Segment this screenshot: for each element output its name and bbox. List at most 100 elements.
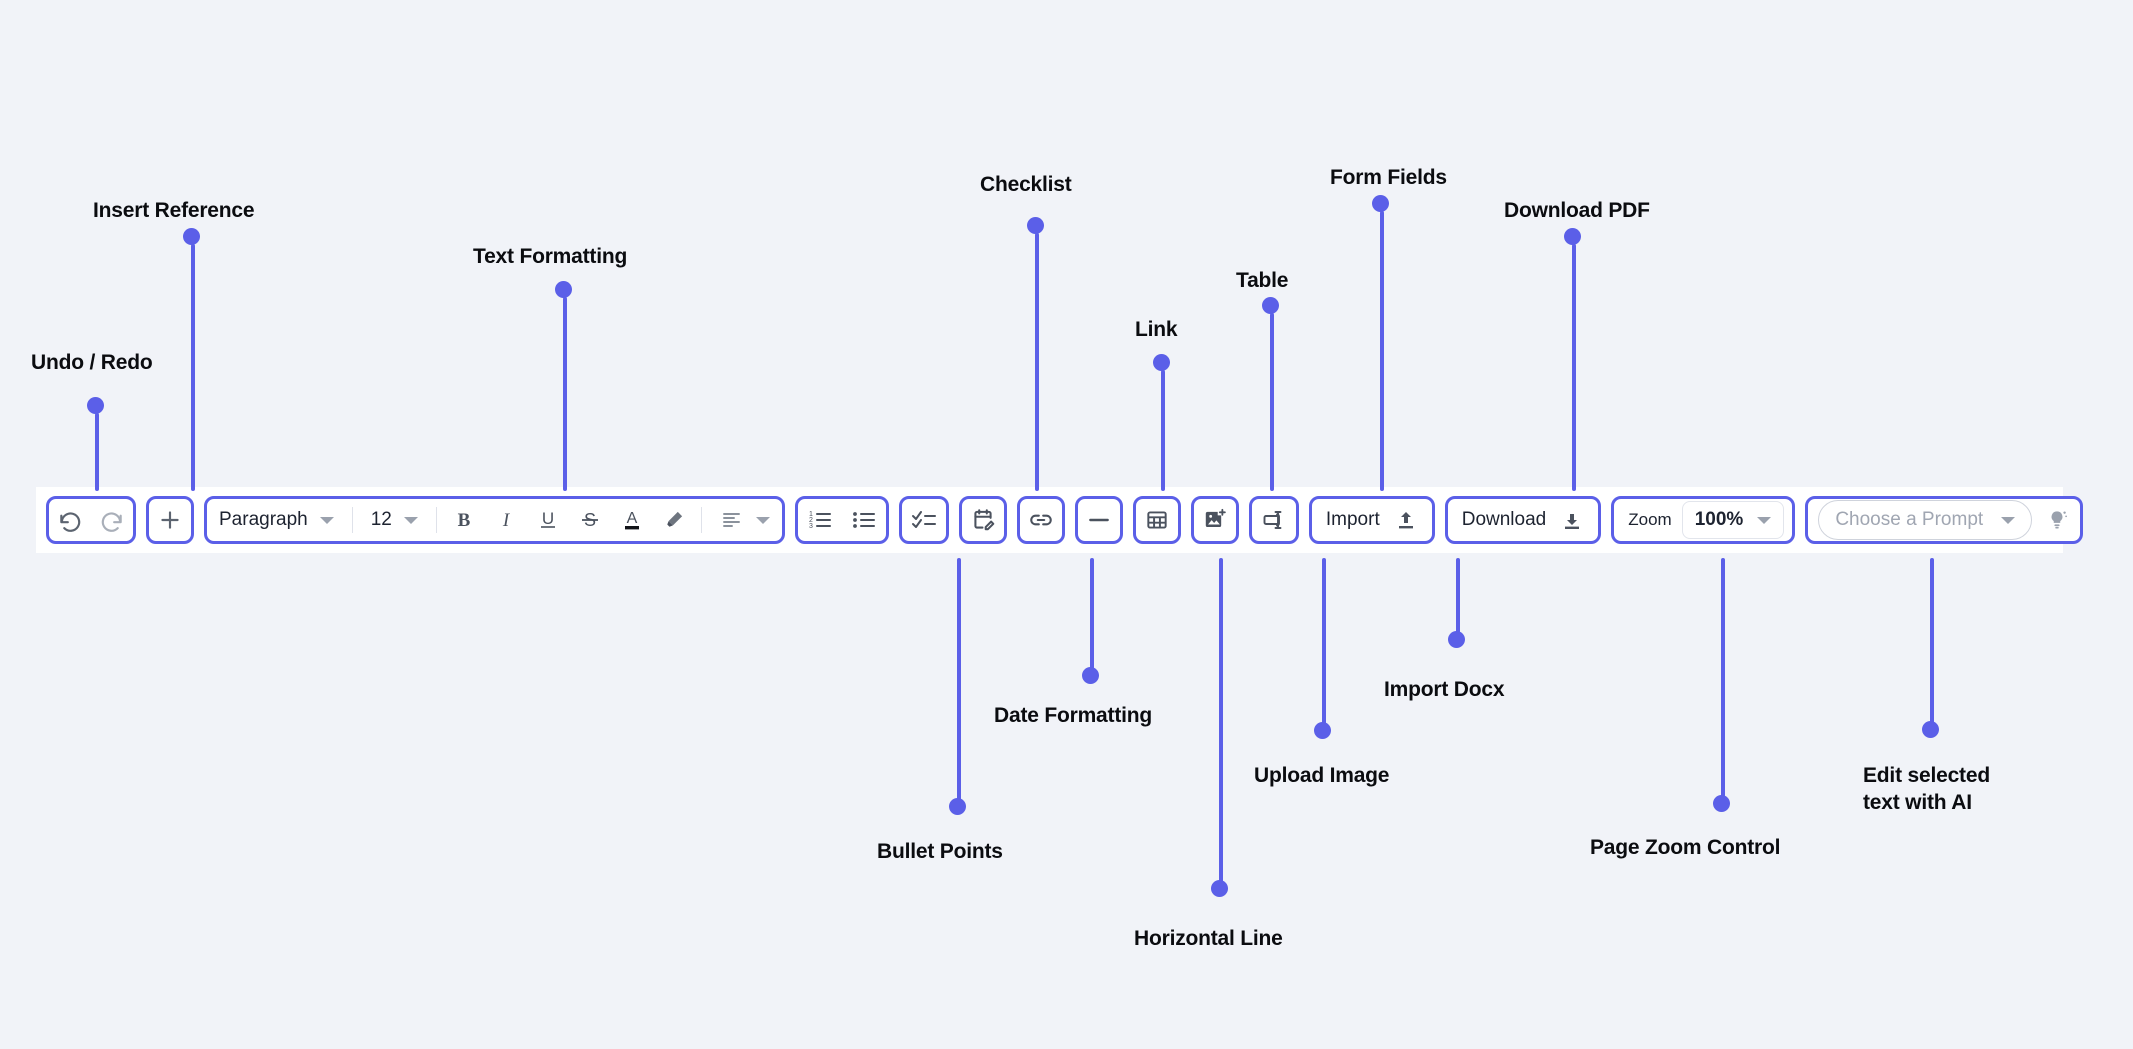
- annotation-line-table: [1270, 313, 1274, 491]
- image-add-icon: [1205, 508, 1226, 528]
- bullet-list-icon: [852, 512, 875, 528]
- annotation-label-link: Link: [1135, 318, 1178, 341]
- annotation-label-insert-reference: Insert Reference: [93, 199, 255, 222]
- annotation-line-edit-with-ai: [1930, 558, 1934, 729]
- text-align-select[interactable]: [708, 499, 782, 541]
- toolbar-group-horizontal-line: [1074, 496, 1123, 544]
- checklist-icon: [911, 511, 936, 528]
- font-size-value: 12: [370, 509, 392, 530]
- calendar-edit-icon: [974, 509, 995, 531]
- toolbar-group-history: [46, 496, 136, 544]
- prompt-select[interactable]: Choose a Prompt: [1818, 500, 2033, 540]
- annotation-label-undo-redo: Undo / Redo: [31, 351, 153, 374]
- annotation-label-horizontal-line: Horizontal Line: [1134, 927, 1283, 950]
- download-icon: [1565, 514, 1580, 529]
- zoom-value: 100%: [1694, 509, 1744, 530]
- chevron-down-icon: [319, 516, 334, 524]
- italic-button[interactable]: I: [485, 499, 527, 541]
- undo-icon: [60, 512, 81, 532]
- download-button[interactable]: Download: [1448, 499, 1599, 541]
- date-formatting-button[interactable]: [962, 499, 1004, 541]
- undo-button[interactable]: [49, 499, 91, 541]
- toolbar-group-download: Download: [1444, 496, 1602, 544]
- highlighter-icon: [667, 511, 682, 527]
- redo-button[interactable]: [91, 499, 133, 541]
- redo-icon: [101, 512, 122, 532]
- annotation-dot-checklist: [1027, 217, 1044, 234]
- paragraph-style-select[interactable]: Paragraph: [207, 499, 346, 541]
- svg-text:3: 3: [809, 523, 813, 530]
- checklist-button[interactable]: [902, 499, 946, 541]
- chevron-down-icon: [755, 516, 770, 524]
- annotation-dot-import-docx: [1448, 631, 1465, 648]
- underline-button[interactable]: U: [527, 499, 569, 541]
- strikethrough-button[interactable]: S: [569, 499, 611, 541]
- annotation-line-undo-redo: [95, 413, 99, 491]
- annotation-line-page-zoom: [1721, 558, 1725, 803]
- plus-icon: [161, 511, 179, 529]
- bold-button[interactable]: B: [443, 499, 485, 541]
- text-color-icon: A: [624, 510, 639, 530]
- annotation-dot-horizontal-line: [1211, 880, 1228, 897]
- toolbar-group-upload-image: [1190, 496, 1239, 544]
- bullet-list-button[interactable]: [842, 499, 886, 541]
- annotation-label-import-docx: Import Docx: [1384, 678, 1505, 701]
- text-color-button[interactable]: A: [611, 499, 653, 541]
- paragraph-style-value: Paragraph: [219, 509, 308, 530]
- toolbar-group-import: Import: [1308, 496, 1435, 544]
- toolbar-group-form-fields: [1248, 496, 1299, 544]
- bold-icon: B: [458, 510, 471, 531]
- form-fields-button[interactable]: [1252, 499, 1296, 541]
- annotation-line-insert-reference: [191, 244, 195, 491]
- chevron-down-icon: [403, 516, 418, 524]
- horizontal-line-icon: [1089, 518, 1109, 522]
- chevron-down-icon: [2001, 516, 2016, 524]
- annotation-dot-insert-reference: [183, 228, 200, 245]
- table-button[interactable]: [1136, 499, 1178, 541]
- annotation-dot-bullet-points: [949, 798, 966, 815]
- divider: [351, 507, 353, 533]
- horizontal-line-button[interactable]: [1078, 499, 1120, 541]
- toolbar-group-text-formatting: Paragraph 12 B I U: [204, 496, 785, 544]
- zoom-select[interactable]: 100%: [1681, 501, 1785, 539]
- divider: [435, 507, 437, 533]
- toolbar-group-link: [1016, 496, 1065, 544]
- annotation-label-page-zoom: Page Zoom Control: [1590, 836, 1781, 859]
- highlighter-button[interactable]: [653, 499, 695, 541]
- svg-text:2: 2: [809, 517, 813, 524]
- annotation-label-upload-image: Upload Image: [1254, 764, 1390, 787]
- lightbulb-icon: [2051, 511, 2068, 529]
- font-size-select[interactable]: 12: [359, 499, 430, 541]
- form-field-icon: [1263, 511, 1282, 529]
- upload-icon: [1398, 512, 1413, 529]
- import-label: Import: [1325, 509, 1380, 530]
- underline-icon: U: [540, 509, 555, 528]
- prompt-placeholder: Choose a Prompt: [1835, 509, 1984, 530]
- annotation-dot-edit-with-ai: [1922, 721, 1939, 738]
- annotation-dot-page-zoom: [1713, 795, 1730, 812]
- annotation-dot-date-formatting: [1082, 667, 1099, 684]
- upload-image-button[interactable]: [1194, 499, 1236, 541]
- annotation-line-horizontal-line: [1219, 558, 1223, 888]
- annotation-label-bullet-points: Bullet Points: [877, 840, 1003, 863]
- annotation-line-text-formatting: [563, 297, 567, 491]
- annotation-label-form-fields: Form Fields: [1330, 166, 1447, 189]
- toolbar-group-date-formatting: [958, 496, 1007, 544]
- toolbar-group-ai-prompt: Choose a Prompt: [1805, 496, 2084, 544]
- link-icon: [1030, 514, 1052, 526]
- annotation-label-text-formatting: Text Formatting: [473, 245, 628, 268]
- annotation-label-table: Table: [1236, 269, 1289, 292]
- download-label: Download: [1461, 509, 1547, 530]
- import-button[interactable]: Import: [1312, 499, 1432, 541]
- ai-assist-button[interactable]: [2044, 507, 2070, 533]
- insert-reference-button[interactable]: [149, 499, 191, 541]
- table-icon: [1147, 511, 1167, 529]
- chevron-down-icon: [1757, 516, 1772, 524]
- link-button[interactable]: [1020, 499, 1062, 541]
- annotation-dot-undo-redo: [87, 397, 104, 414]
- toolbar-group-table: [1132, 496, 1181, 544]
- annotation-line-form-fields: [1380, 211, 1384, 491]
